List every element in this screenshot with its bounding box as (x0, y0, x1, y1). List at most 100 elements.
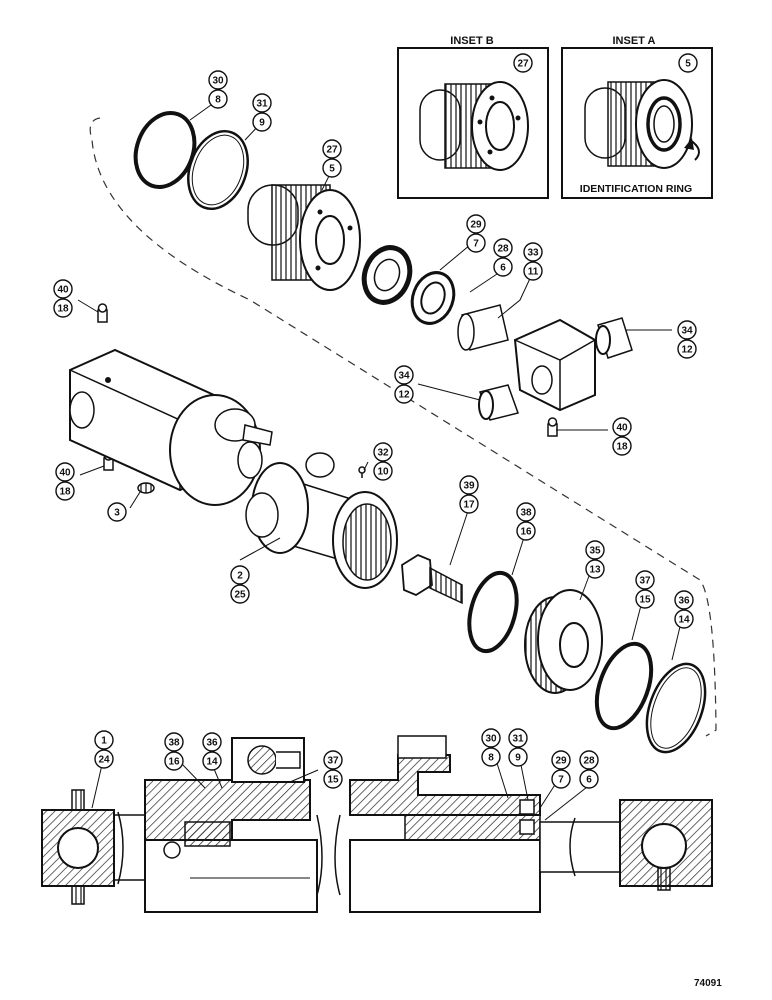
callout-40-18-right: 40 18 (612, 417, 632, 456)
callout-1-24: 124 (94, 730, 114, 769)
callout-number: 27 (326, 145, 338, 156)
o-ring-15 (594, 641, 654, 731)
callout-circle (164, 732, 184, 752)
wiper-6 (410, 271, 456, 325)
callout-circle (579, 769, 599, 789)
callout-number: 28 (497, 244, 509, 255)
assembly-guide-line (89, 117, 717, 737)
callout-number: 3 (114, 508, 120, 519)
callout-circle (230, 584, 250, 604)
inset-callout-number: 27 (517, 59, 529, 70)
callout-number: 40 (616, 423, 628, 434)
callout-circle (635, 570, 655, 590)
callout-number: 18 (616, 442, 628, 453)
callout-number: 28 (583, 756, 595, 767)
callout-29-7: 29 7 (466, 214, 486, 253)
callout-circle (677, 320, 697, 340)
inset-b: INSET B (397, 35, 549, 199)
cylinder-base-end (69, 348, 273, 506)
callout-number: 12 (681, 345, 693, 356)
callout-number: 24 (98, 755, 110, 766)
callout-circle (579, 750, 599, 770)
callout-number: 7 (473, 239, 479, 250)
backup-ring-9 (187, 129, 249, 211)
callout-circle (459, 475, 479, 495)
callout-circle (674, 609, 694, 629)
callout-number: 18 (57, 304, 69, 315)
callout-30-8-sec: 308 (481, 728, 501, 767)
callout-circle (107, 502, 127, 522)
callout-number: 38 (520, 508, 532, 519)
callout-circle (394, 384, 414, 404)
callout-3: 3 (107, 502, 127, 522)
callout-number: 14 (206, 757, 218, 768)
callout-28-6-sec: 28 6 (579, 750, 599, 789)
callout-number: 2 (237, 571, 243, 582)
grease-fitting-18-right (547, 417, 558, 437)
callout-number: 14 (678, 615, 690, 626)
callout-number: 39 (463, 481, 475, 492)
callout-circle (202, 732, 222, 752)
inset-callout: 27 (513, 53, 533, 73)
callout-circle (516, 502, 536, 522)
cylinder-tube-2 (245, 452, 398, 589)
callout-28-6: 286 (493, 238, 513, 277)
section-rod-end-right (619, 799, 713, 891)
identification-ring-label: IDENTIFICATION RING (580, 183, 692, 195)
callout-circle (612, 417, 632, 437)
callout-circle (53, 298, 73, 318)
inset-callout-number: 5 (685, 59, 691, 70)
callout-number: 18 (59, 487, 71, 498)
callout-circle (230, 565, 250, 585)
callout-number: 31 (512, 734, 524, 745)
callout-circle (493, 257, 513, 277)
callout-circle (459, 494, 479, 514)
callout-circle (322, 158, 342, 178)
callout-number: 34 (681, 326, 693, 337)
callout-circle (674, 590, 694, 610)
bushing-11 (457, 304, 509, 351)
callout-circle (466, 214, 486, 234)
callout-circle (322, 139, 342, 159)
callout-number: 6 (586, 775, 592, 786)
callout-number: 38 (168, 738, 180, 749)
callout-number: 9 (515, 753, 521, 764)
callout-circle (551, 769, 571, 789)
callout-circle (466, 233, 486, 253)
backup-ring-14 (645, 662, 707, 754)
callout-number: 37 (327, 756, 339, 767)
bolt-17 (401, 553, 463, 605)
screw-10 (358, 466, 366, 478)
piston-13 (524, 589, 603, 694)
callout-circle (585, 559, 605, 579)
callout-circle (493, 238, 513, 258)
bushing-12-right (595, 317, 633, 359)
callout-number: 30 (485, 734, 497, 745)
callout-circle (323, 769, 343, 789)
callout-circle (481, 747, 501, 767)
callout-number: 13 (589, 565, 601, 576)
inset-a: INSET A IDENTIFICATION RING (561, 35, 713, 199)
callout-circle (164, 751, 184, 771)
section-gland-housing (349, 735, 541, 913)
callout-2-25: 225 (230, 565, 250, 604)
callout-number: 33 (527, 248, 539, 259)
callout-34-12-right: 34 12 (677, 320, 697, 359)
callout-circle (508, 728, 528, 748)
callout-number: 29 (470, 220, 482, 231)
inset-callout: 5 (678, 53, 698, 73)
callout-circle (55, 481, 75, 501)
callout-number: 15 (327, 775, 339, 786)
callout-number: 9 (259, 118, 265, 129)
callout-number: 36 (678, 596, 690, 607)
callout-circle (481, 728, 501, 748)
callout-number: 29 (555, 756, 567, 767)
